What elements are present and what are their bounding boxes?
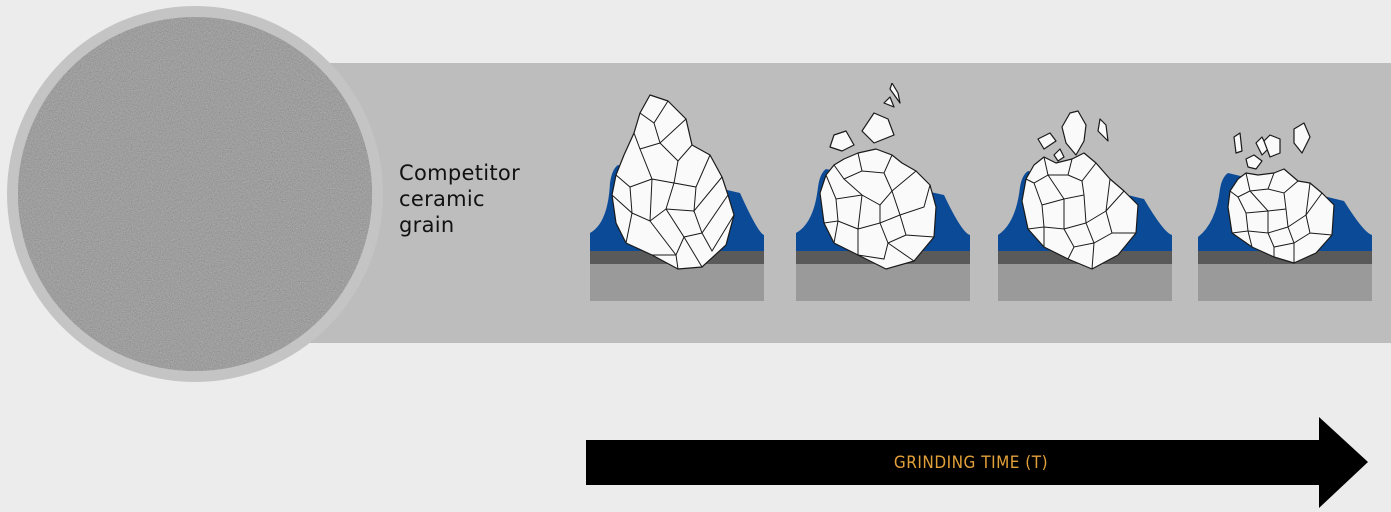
grain-label-line-1: Competitor — [399, 161, 521, 185]
grain-label-line-3: grain — [399, 213, 455, 237]
abrasive-grain-wear-stage — [1198, 83, 1374, 303]
time-arrow-icon — [586, 417, 1368, 508]
abrasive-grain-wear-stage — [998, 83, 1174, 303]
grain-label-line-2: ceramic — [399, 187, 485, 211]
abrasive-grain-wear-stage — [796, 82, 972, 303]
grinding-time-axis-label: GRINDING TIME (T) — [893, 452, 1049, 473]
abrasive-grain-wear-stage — [590, 83, 766, 303]
ceramic-micrograph-image — [7, 6, 383, 382]
grain-type-label: Competitor ceramic grain — [399, 160, 520, 238]
